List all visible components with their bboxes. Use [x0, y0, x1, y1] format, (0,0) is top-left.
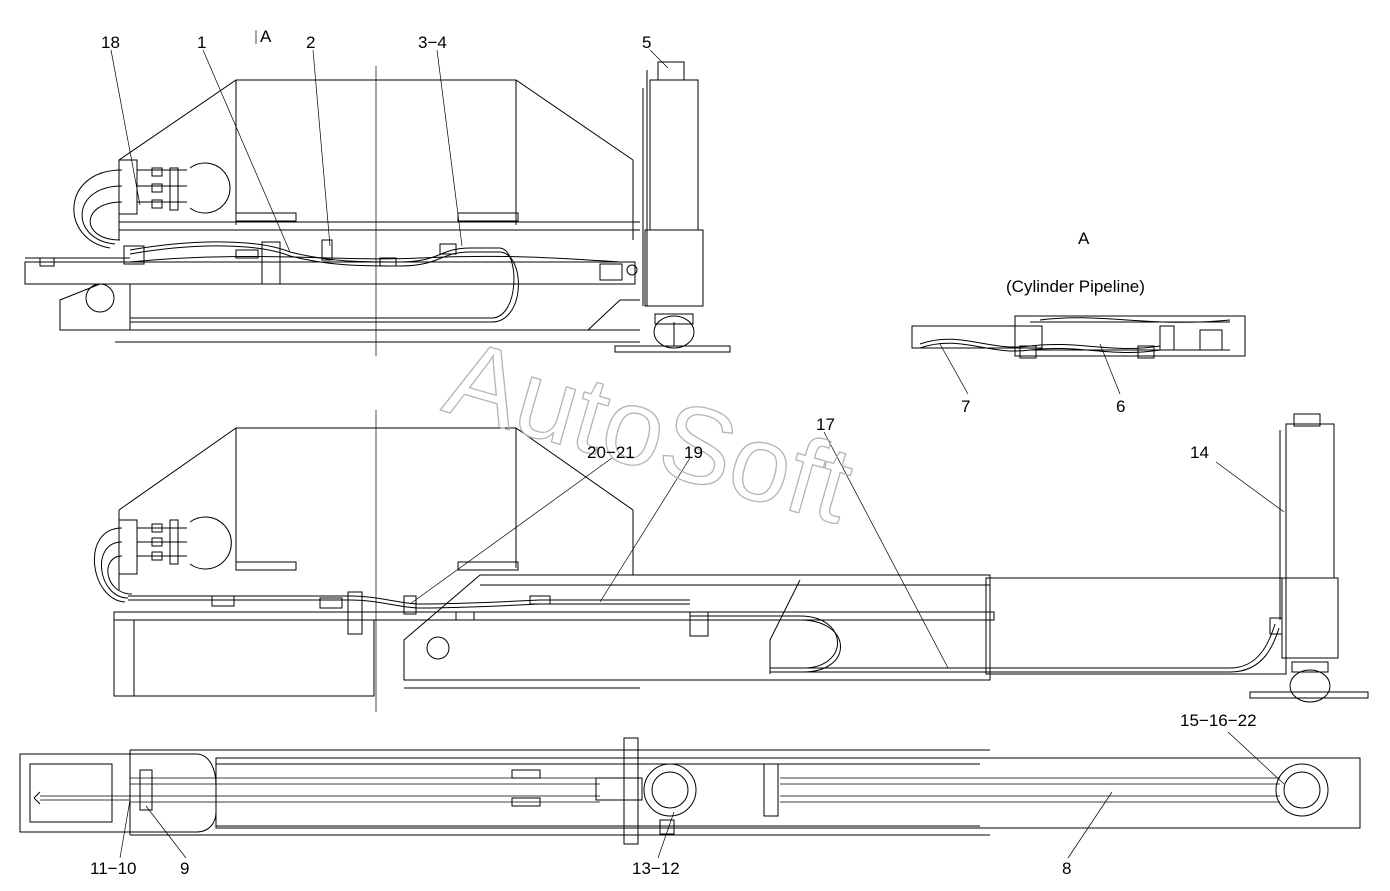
callout-3-4: 3−4	[418, 33, 447, 52]
callout-13-12: 13−12	[632, 859, 680, 878]
view-a-detail	[911, 315, 1246, 359]
callout-15-16-22: 15−16−22	[1180, 711, 1257, 730]
callout-19: 19	[684, 443, 703, 462]
middle-view	[93, 410, 1369, 712]
callout-14: 14	[1190, 443, 1209, 462]
callout-2: 2	[306, 33, 315, 52]
callout-9: 9	[180, 859, 189, 878]
view-a-marker: A	[260, 27, 272, 46]
callout-20-21: 20−21	[587, 443, 635, 462]
callout-1: 1	[197, 33, 206, 52]
view-a-subtitle: (Cylinder Pipeline)	[1006, 277, 1145, 296]
top-view	[24, 61, 731, 356]
callout-18: 18	[101, 33, 120, 52]
callouts: 18 1 A 2 3−4 5 A (Cylinder Pipeline) 7 6…	[90, 27, 1257, 878]
callout-8: 8	[1062, 859, 1071, 878]
watermark-text: AutoSoft	[434, 316, 866, 547]
callout-7: 7	[961, 397, 970, 416]
callout-11-10: 11−10	[90, 859, 136, 878]
callout-6: 6	[1116, 397, 1125, 416]
view-a-title: A	[1078, 229, 1090, 248]
callout-17: 17	[816, 415, 835, 434]
callout-5: 5	[642, 33, 651, 52]
bottom-view	[19, 737, 1361, 845]
watermark: AutoSoft	[433, 315, 866, 547]
leader-lines	[110, 30, 1285, 859]
